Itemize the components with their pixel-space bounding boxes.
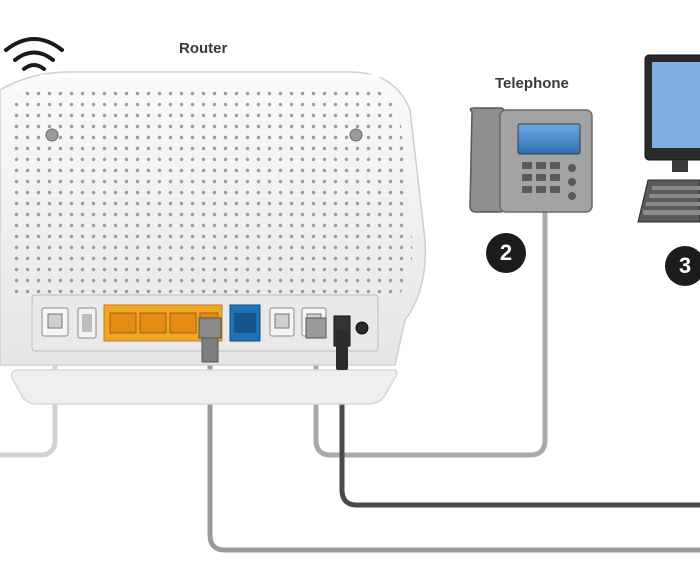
power-button[interactable]	[355, 321, 369, 335]
telephone-screen	[517, 123, 581, 155]
ethernet-cable	[207, 355, 700, 553]
wifi-icon	[4, 37, 64, 71]
power-cable	[339, 360, 700, 508]
router-label: Router	[179, 40, 228, 57]
power-plug	[336, 330, 348, 370]
computer-screen	[652, 62, 700, 148]
phone-port-1[interactable]	[269, 307, 295, 337]
telephone-plug	[305, 317, 327, 339]
router	[0, 71, 427, 405]
wan-port[interactable]	[229, 304, 261, 342]
telephone	[469, 107, 593, 213]
telephone-label: Telephone	[495, 75, 569, 92]
ethernet-plug	[198, 317, 222, 363]
telephone-keypad	[522, 162, 576, 200]
telephone-cable	[313, 207, 548, 458]
cables	[0, 207, 700, 553]
router-vents	[8, 85, 413, 295]
screw-left	[45, 128, 59, 142]
usb-port[interactable]	[77, 307, 97, 339]
phone-line-cable	[0, 332, 58, 458]
screw-right	[349, 128, 363, 142]
router-stand	[10, 369, 398, 405]
step-badge-computer: 3	[665, 246, 700, 286]
step-badge-telephone: 2	[486, 233, 526, 273]
computer	[637, 54, 700, 223]
dsl-port[interactable]	[41, 307, 69, 337]
